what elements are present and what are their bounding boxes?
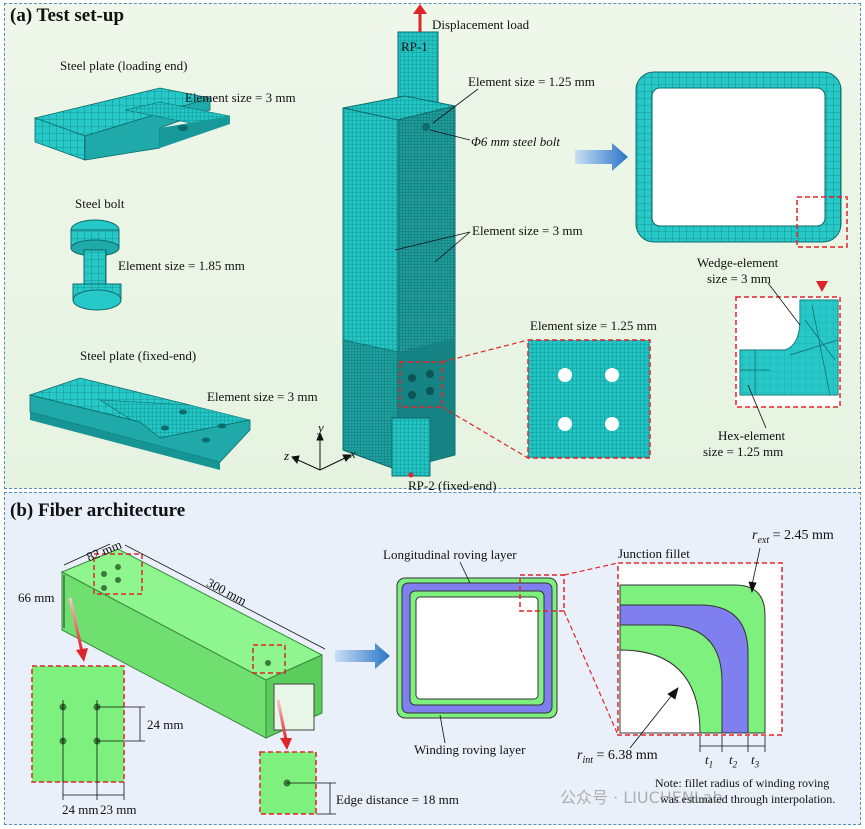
hole-pattern-detail: [31, 665, 145, 800]
layered-cross-section: [396, 562, 619, 736]
label-hex-1: Hex-element: [718, 428, 786, 443]
fillet-annotations: [629, 547, 766, 752]
label-plate-fixed: Steel plate (fixed-end): [80, 348, 197, 363]
label-steel-bolt: Steel bolt: [75, 196, 125, 211]
label-t3: t3: [751, 752, 760, 770]
axis-triad: [291, 431, 353, 471]
label-element-zoom: Element size = 1.25 mm: [530, 318, 657, 333]
cross-section-mesh: [635, 71, 848, 248]
tube-3d-model: [60, 548, 324, 739]
label-r-ext: rext = 2.45 mm: [752, 528, 834, 546]
zoom-callout-bolt-region: [399, 339, 651, 459]
steel-bolt-mesh: [70, 219, 122, 311]
label-bolt-element: Element size = 1.85 mm: [118, 258, 245, 273]
blue-arrow-b: [335, 643, 390, 669]
dim-24-horizontal: 24 mm: [62, 802, 99, 817]
dimension-lines-3d: [63, 543, 326, 650]
steel-plate-fixed-mesh: [28, 377, 251, 470]
steel-plate-loading-mesh: [33, 87, 231, 161]
label-plate-fixed-element: Element size = 3 mm: [207, 389, 318, 404]
label-rp1: RP-1: [401, 39, 428, 54]
dim-24-vertical: 24 mm: [147, 717, 184, 732]
blue-arrow-a: [575, 143, 628, 171]
label-displacement-load: Displacement load: [432, 17, 530, 32]
label-element-mid: Element size = 3 mm: [472, 223, 583, 238]
red-arrow-down: [816, 252, 828, 292]
label-rp2: RP-2 (fixed-end): [408, 478, 497, 493]
axis-z-label: z: [284, 448, 290, 463]
leader-lines-cross: [439, 561, 471, 744]
label-junction-fillet: Junction fillet: [618, 546, 690, 561]
label-element-top: Element size = 1.25 mm: [468, 74, 595, 89]
label-longitudinal-layer: Longitudinal roving layer: [383, 547, 517, 562]
axis-y-label: y: [318, 420, 324, 435]
label-wedge-1: Wedge-element: [697, 255, 779, 270]
tube-mesh-assembly: [342, 31, 456, 477]
label-edge-distance: Edge distance = 18 mm: [336, 792, 459, 807]
label-bolt-diameter: Φ6 mm steel bolt: [471, 134, 560, 149]
label-plate-loading: Steel plate (loading end): [60, 58, 188, 73]
label-t2: t2: [729, 752, 738, 770]
axis-x-label: x: [350, 446, 356, 461]
label-hex-2: size = 1.25 mm: [703, 444, 784, 459]
red-arrows-b: [68, 597, 292, 750]
note-line-2: was estimated through interpolation.: [660, 792, 836, 806]
label-plate-loading-element: Element size = 3 mm: [185, 90, 296, 105]
label-winding-layer: Winding roving layer: [414, 742, 526, 757]
leader-lines-a: [394, 88, 479, 263]
panel-b-title: (b) Fiber architecture: [10, 500, 186, 521]
dim-23: 23 mm: [100, 802, 137, 817]
label-t1: t1: [705, 752, 714, 770]
note-line-1: Note: fillet radius of winding roving: [655, 776, 830, 790]
watermark: 公众号 · LIUCHENLab: [560, 788, 723, 807]
rp2-point: [408, 472, 414, 478]
corner-detail-mesh: [735, 296, 841, 408]
displacement-arrow: [413, 4, 427, 32]
label-wedge-2: size = 3 mm: [707, 271, 772, 286]
edge-distance-detail: [259, 751, 336, 815]
leader-lines-corner: [747, 282, 801, 429]
label-r-int: rint = 6.38 mm: [577, 748, 658, 766]
junction-fillet-detail: [617, 562, 783, 736]
panel-a-title: (a) Test set-up: [10, 5, 125, 26]
dim-66: 66 mm: [18, 590, 55, 605]
